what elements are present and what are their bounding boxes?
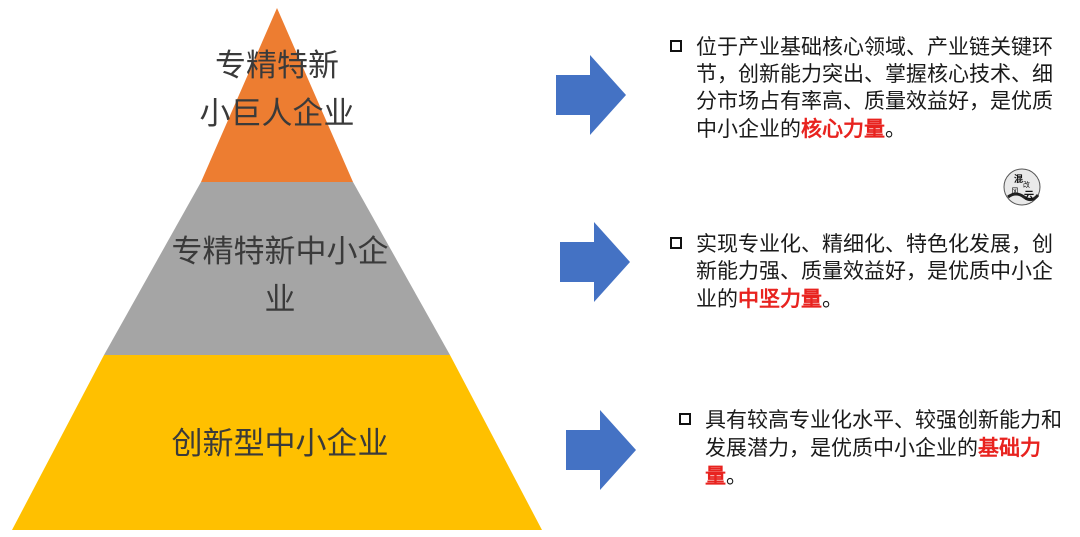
checkbox-square-icon (679, 413, 691, 425)
tier-label-middle: 专精特新中小企 业 (160, 228, 400, 324)
logo-icon: 混 改 风 云 (1003, 168, 1041, 206)
description-bottom-suffix: 。 (726, 464, 747, 488)
pyramid-diagram (12, 8, 542, 530)
arrow-right-icon (556, 55, 626, 135)
description-top-highlight: 核心力量 (801, 116, 885, 141)
arrow-right-icon (560, 222, 630, 302)
arrow-right-icon (566, 410, 636, 490)
pyramid-tier-top (201, 8, 353, 182)
svg-text:云: 云 (1024, 190, 1034, 202)
description-bottom-text: 具有较高专业化水平、较强创新能力和发展潜力，是优质中小企业的 (705, 408, 1062, 460)
description-top-suffix: 。 (885, 117, 906, 141)
description-middle: 实现专业化、精细化、特色化发展，创新能力强、质量效益好，是优质中小企业的中坚力量… (670, 231, 1070, 313)
description-middle-text: 实现专业化、精细化、特色化发展，创新能力强、质量效益好，是优质中小企业的 (696, 232, 1053, 311)
tier-bottom-line1: 创新型中小企业 (171, 426, 389, 462)
tier-middle-line1: 专精特新中小企 (171, 234, 389, 270)
pyramid-tier-middle (104, 182, 450, 355)
description-bottom-highlight: 基础力量 (705, 435, 1041, 488)
checkbox-square-icon (670, 40, 682, 52)
description-top: 位于产业基础核心领域、产业链关键环节，创新能力突出、掌握核心技术、细分市场占有率… (670, 34, 1070, 143)
description-bottom: 具有较高专业化水平、较强创新能力和发展潜力，是优质中小企业的基础力量。 (679, 407, 1069, 490)
svg-text:混: 混 (1014, 173, 1023, 185)
tier-top-line2: 小巨人企业 (199, 96, 355, 133)
tier-middle-line2: 业 (264, 282, 296, 319)
description-middle-highlight: 中坚力量 (738, 286, 822, 311)
description-top-text: 位于产业基础核心领域、产业链关键环节，创新能力突出、掌握核心技术、细分市场占有率… (696, 35, 1053, 141)
tier-top-line1: 专精特新 (215, 48, 339, 84)
tier-label-top: 专精特新 小巨人企业 (170, 42, 384, 138)
description-middle-suffix: 。 (822, 287, 843, 311)
checkbox-square-icon (670, 237, 682, 249)
svg-text:改: 改 (1023, 180, 1030, 189)
tier-label-bottom: 创新型中小企业 (140, 420, 420, 468)
svg-text:风: 风 (1011, 187, 1019, 196)
pyramid-tier-bottom (12, 355, 542, 530)
